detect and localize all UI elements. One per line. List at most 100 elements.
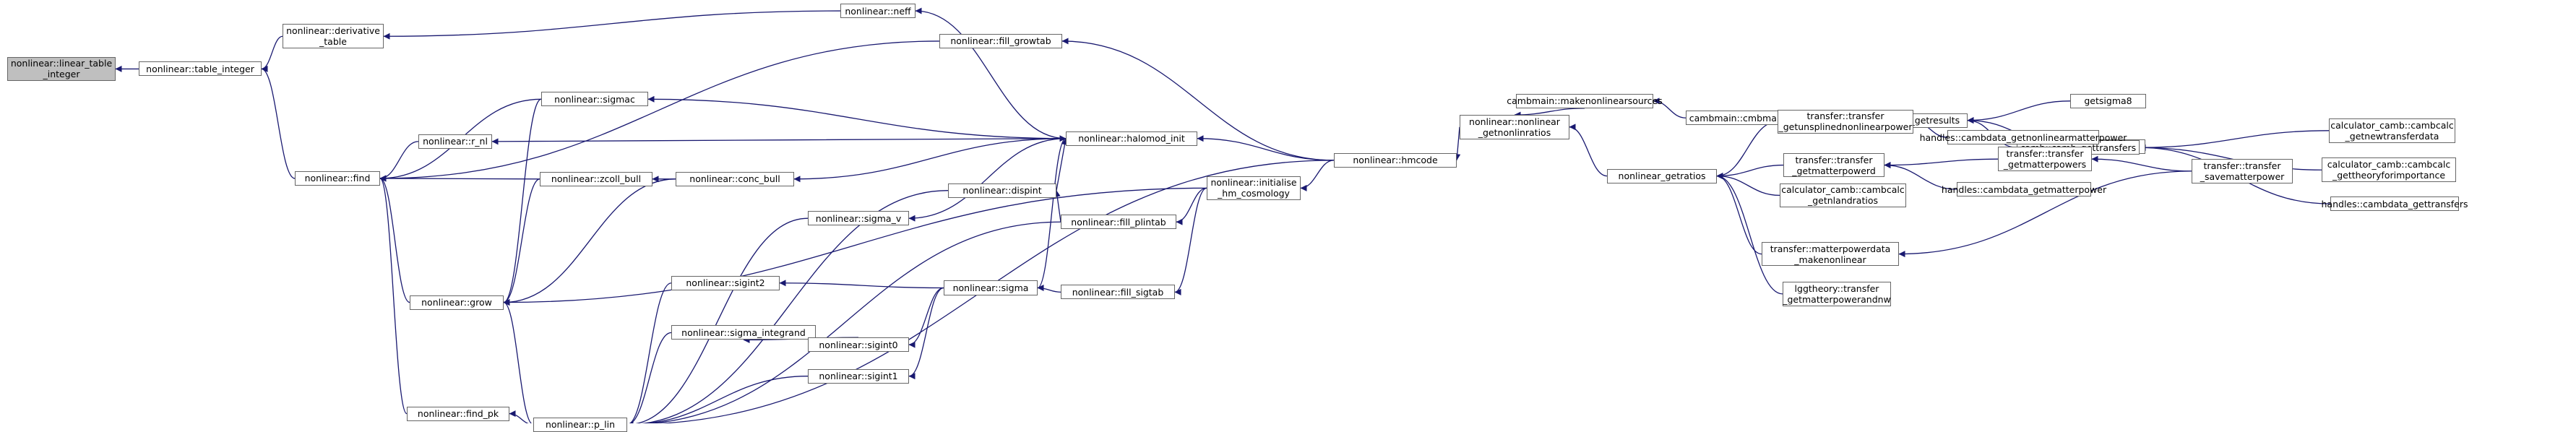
graph-node-label: nonlinear::sigint0 xyxy=(819,339,898,350)
graph-node-fill-growtab[interactable]: nonlinear::fill_growtab xyxy=(939,33,1062,48)
graph-node-lgg-getmatterpowerandnw[interactable]: lggtheory::transfer_getmatterpowerandnw xyxy=(1783,282,1891,306)
graph-node-label: handles::cambdata_getnonlinearmatterpowe… xyxy=(1919,131,2127,143)
edge-savematterpower-to-makenonlinear xyxy=(1898,170,2192,258)
graph-node-makenonlinearsources[interactable]: cambmain::makenonlinearsources xyxy=(1507,93,1663,108)
graph-node-zcoll-bull[interactable]: nonlinear::zcoll_bull xyxy=(540,171,652,186)
graph-node-getnonlinratios[interactable]: nonlinear::nonlinear_getnonlinratios xyxy=(1460,115,1569,139)
graph-node-label: _getmatterpowerd xyxy=(1792,165,1876,176)
graph-node-sigma-integrand[interactable]: nonlinear::sigma_integrand xyxy=(671,325,816,340)
graph-node-sigma-v[interactable]: nonlinear::sigma_v xyxy=(808,211,909,226)
edge-neff-to-derivative-table xyxy=(383,10,841,40)
graph-node-label: nonlinear::conc_bull xyxy=(689,173,780,185)
graph-node-sigint0[interactable]: nonlinear::sigint0 xyxy=(808,337,909,353)
graph-node-label: nonlinear::sigint2 xyxy=(686,277,765,289)
graph-node-label: handles::cambdata_getmatterpower xyxy=(1941,183,2107,195)
graph-node-linear-table-integer: nonlinear::linear_table_integer xyxy=(7,56,116,82)
graph-node-conc-bull[interactable]: nonlinear::conc_bull xyxy=(676,171,794,186)
graph-node-p-lin[interactable]: nonlinear::p_lin xyxy=(533,417,627,432)
edge-fill-plintab-to-dispint xyxy=(1054,190,1061,223)
graph-node-label: cambmain::cmbmain xyxy=(1689,112,1785,124)
graph-node-cc-getnewtransferdata[interactable]: calculator_camb::cambcalc_getnewtransfer… xyxy=(2329,118,2455,143)
graph-node-r-nl[interactable]: nonlinear::r_nl xyxy=(418,134,492,149)
graph-node-label: nonlinear::r_nl xyxy=(423,136,488,147)
graph-node-label: _makenonlinear xyxy=(1794,254,1866,265)
graph-node-handles-getmatterpower[interactable]: handles::cambdata_getmatterpower xyxy=(1942,181,2106,197)
edge-initialise-hm-to-fill-sigtab xyxy=(1174,187,1207,295)
graph-node-label: nonlinear::sigma xyxy=(952,282,1029,293)
graph-node-label: nonlinear::find_pk xyxy=(417,408,499,420)
call-graph-edges xyxy=(115,7,2331,423)
edge-transfer-getmatterpowerd-to-nonlinear-getratios xyxy=(1716,164,1784,180)
edge-sigma-to-sigint0 xyxy=(908,287,944,348)
graph-node-label: nonlinear::halomod_init xyxy=(1078,133,1185,144)
graph-node-cmbmain[interactable]: cambmain::cmbmain xyxy=(1686,111,1788,126)
edge-cc-gettheoryforimportance-to-camb-gettransfers xyxy=(2139,144,2322,170)
graph-node-label: transfer::transfer xyxy=(2203,160,2281,171)
graph-node-label: _getnonlinratios xyxy=(1478,126,1551,138)
graph-node-hmcode[interactable]: nonlinear::hmcode xyxy=(1334,152,1457,168)
edge-halomod-init-to-conc-bull xyxy=(793,138,1067,183)
graph-node-grow[interactable]: nonlinear::grow xyxy=(410,295,504,310)
graph-node-label: handles::cambdata_gettransfers xyxy=(2321,198,2468,209)
edge-handles-getmatterpower-to-transfer-getmatterpowerd xyxy=(1884,162,1957,190)
graph-node-label: nonlinear::fill_growtab xyxy=(950,35,1051,47)
graph-node-label: lggtheory::transfer xyxy=(1794,282,1879,294)
graph-node-makenonlinear[interactable]: transfer::matterpowerdata_makenonlinear xyxy=(1762,241,1899,267)
graph-node-getunsplined[interactable]: transfer::transfer_getunsplinednonlinear… xyxy=(1778,109,1913,134)
graph-node-sigmac[interactable]: nonlinear::sigmac xyxy=(541,92,648,107)
edge-dispint-to-halomod-init xyxy=(1056,138,1068,191)
edge-cc-getnewtransferdata-to-camb-gettransfers xyxy=(2139,130,2330,151)
edge-lgg-getmatterpowerandnw-to-nonlinear-getratios xyxy=(1716,173,1783,295)
edge-fill-growtab-to-find xyxy=(379,40,940,182)
graph-node-find-pk[interactable]: nonlinear::find_pk xyxy=(407,406,509,421)
edge-hmcode-to-halomod-init xyxy=(1197,135,1335,161)
graph-node-cc-getnlandratios[interactable]: calculator_camb::cambcalc_getnlandratios xyxy=(1780,183,1906,208)
graph-node-sigint2[interactable]: nonlinear::sigint2 xyxy=(671,275,780,290)
graph-node-neff[interactable]: nonlinear::neff xyxy=(840,4,916,19)
graph-node-label: _savematterpower xyxy=(2200,170,2285,182)
graph-node-label: nonlinear::fill_sigtab xyxy=(1072,286,1164,298)
graph-node-fill-sigtab[interactable]: nonlinear::fill_sigtab xyxy=(1061,285,1175,300)
graph-node-label: nonlinear_getratios xyxy=(1618,170,1706,182)
graph-node-dispint[interactable]: nonlinear::dispint xyxy=(948,183,1056,198)
edge-getnonlinratios-to-hmcode xyxy=(1454,126,1461,161)
graph-node-label: nonlinear::sigint1 xyxy=(819,371,898,382)
graph-node-label: transfer::transfer xyxy=(1806,111,1884,122)
edge-getunsplined-to-nonlinear-getratios xyxy=(1716,121,1778,180)
edge-initialise-hm-to-fill-plintab xyxy=(1176,187,1207,225)
graph-node-getsigma8[interactable]: getsigma8 xyxy=(2070,93,2146,108)
edge-r-nl-to-find xyxy=(379,141,419,182)
graph-node-label: nonlinear::find xyxy=(304,173,371,184)
edge-sigma-to-sigint1 xyxy=(908,287,944,380)
graph-node-label: _getmatterpowerandnw xyxy=(1783,293,1891,305)
graph-node-sigint1[interactable]: nonlinear::sigint1 xyxy=(808,368,909,384)
graph-node-label: _hm_cosmology xyxy=(1218,188,1290,199)
graph-node-label: _getnewtransferdata xyxy=(2345,130,2439,142)
graph-node-handles-getnonlinearmatterpower[interactable]: handles::cambdata_getnonlinearmatterpowe… xyxy=(1920,129,2127,145)
edge-halomod-init-to-neff xyxy=(915,7,1067,139)
edge-p-lin-to-find-pk xyxy=(509,410,530,423)
graph-node-label: nonlinear::table_integer xyxy=(146,63,254,74)
graph-node-label: nonlinear::linear_table xyxy=(10,58,113,69)
graph-node-cc-gettheoryforimportance[interactable]: calculator_camb::cambcalc_gettheoryforim… xyxy=(2322,157,2456,182)
edge-fill-plintab-to-p-lin xyxy=(626,221,1061,423)
graph-node-initialise-hm[interactable]: nonlinear::initialise_hm_cosmology xyxy=(1207,176,1301,201)
graph-node-transfer-getmatterpowers[interactable]: transfer::transfer_getmatterpowers xyxy=(1998,147,2092,171)
edge-sigma-integrand-to-p-lin xyxy=(626,332,672,423)
graph-node-fill-plintab[interactable]: nonlinear::fill_plintab xyxy=(1061,215,1176,230)
graph-node-derivative-table[interactable]: nonlinear::derivative_table xyxy=(283,24,384,48)
graph-node-label: _getmatterpowers xyxy=(2003,159,2087,170)
graph-node-label: nonlinear::derivative xyxy=(286,25,380,37)
graph-node-handles-gettransfers[interactable]: handles::cambdata_gettransfers xyxy=(2322,196,2468,212)
graph-node-halomod-init[interactable]: nonlinear::halomod_init xyxy=(1066,131,1197,146)
graph-node-label: getsigma8 xyxy=(2084,95,2132,107)
graph-node-label: nonlinear::p_lin xyxy=(545,419,616,431)
graph-node-table-integer[interactable]: nonlinear::table_integer xyxy=(139,61,262,77)
graph-node-savematterpower[interactable]: transfer::transfer_savematterpower xyxy=(2192,159,2293,183)
graph-node-label: calculator_camb::cambcalc xyxy=(1781,184,1905,196)
graph-node-transfer-getmatterpowerd[interactable]: transfer::transfer_getmatterpowerd xyxy=(1783,152,1884,178)
graph-node-nonlinear-getratios[interactable]: nonlinear_getratios xyxy=(1607,168,1717,183)
graph-node-sigma[interactable]: nonlinear::sigma xyxy=(944,280,1038,295)
graph-node-find[interactable]: nonlinear::find xyxy=(295,170,380,186)
